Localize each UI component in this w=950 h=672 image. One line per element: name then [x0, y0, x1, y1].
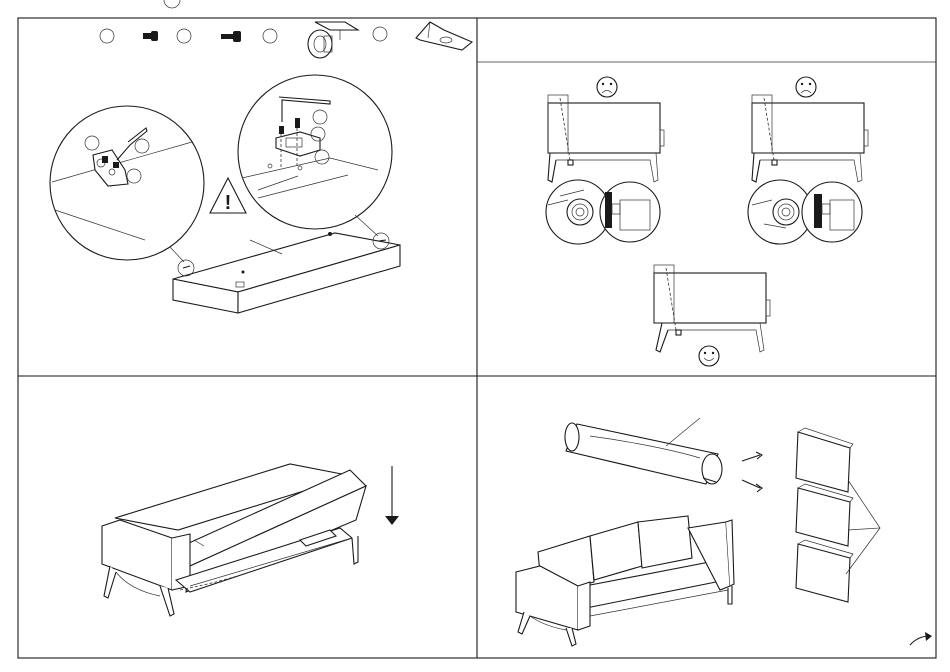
- wedge-block-icon: [416, 22, 472, 50]
- detail-magnifier-right: [238, 75, 392, 236]
- part-number-circle-cut: [164, 0, 180, 8]
- part-number-circle: [177, 29, 191, 43]
- turn-page-arrow-icon: [910, 632, 932, 645]
- sad-face-icon: [597, 77, 617, 97]
- right-arrow-icon: [742, 452, 762, 492]
- warning-triangle-icon: !: [210, 178, 246, 214]
- sofa-bed-mechanism-open: [102, 464, 366, 616]
- caster-wheel-icon: [308, 22, 358, 58]
- bolt-icon: [221, 31, 241, 42]
- part-number-circle: [373, 27, 387, 41]
- detail-magnifier-left: [50, 106, 204, 262]
- warning-mark: !: [225, 192, 232, 214]
- back-cushions: [796, 428, 880, 602]
- sad-face-icon: [796, 77, 816, 97]
- parts-row: [100, 22, 472, 58]
- down-arrow-icon: [385, 466, 399, 525]
- rolled-cushion-pack: [565, 418, 722, 484]
- sofa-side-view-incorrect-a: [546, 77, 664, 244]
- part-number-circle: [263, 29, 277, 43]
- smiley-face-icon: [699, 346, 719, 366]
- step-1-board: [173, 232, 400, 313]
- sofa-side-view-incorrect-b: [748, 77, 868, 244]
- part-number-circle: [100, 29, 114, 43]
- sofa-assembled: [516, 516, 734, 646]
- detail-callout-left: [178, 260, 194, 276]
- sofa-side-view-correct: [654, 265, 770, 366]
- bolt-icon: [143, 31, 158, 41]
